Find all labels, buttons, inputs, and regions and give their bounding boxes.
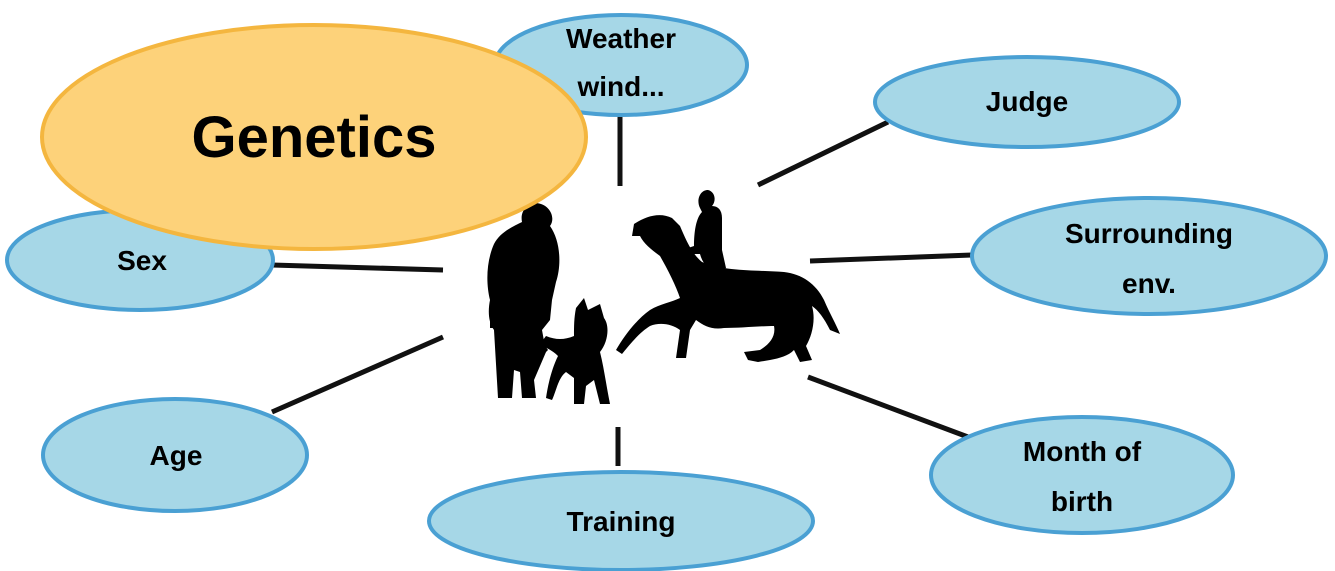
node-month-of-birth: Month of birth <box>929 415 1235 535</box>
node-age-label: Age <box>150 440 203 471</box>
node-weather-label-line1: Weather <box>566 23 676 54</box>
horse-and-rider-silhouette-icon <box>616 190 840 362</box>
node-sex-label: Sex <box>117 245 167 276</box>
central-image <box>487 190 840 404</box>
node-surrounding: Surrounding env. <box>970 196 1328 316</box>
connector-judge <box>756 119 890 188</box>
connectors <box>270 110 973 466</box>
handler-silhouette-icon <box>487 203 560 398</box>
node-month-of-birth-label-line1: Month of <box>1023 436 1142 467</box>
connector-month <box>807 374 969 440</box>
connector-sex <box>271 262 444 273</box>
node-surrounding-label-line1: Surrounding <box>1065 218 1233 249</box>
node-age: Age <box>41 397 309 513</box>
node-training-label: Training <box>567 506 676 537</box>
node-genetics-label: Genetics <box>192 105 437 170</box>
node-month-of-birth-label-line2: birth <box>1051 486 1113 517</box>
node-training: Training <box>427 470 815 571</box>
node-genetics: Genetics <box>40 23 588 251</box>
node-judge-label: Judge <box>986 86 1068 117</box>
node-judge: Judge <box>873 55 1181 149</box>
node-surrounding-label-line2: env. <box>1122 268 1176 299</box>
node-weather-label-line2: wind... <box>576 71 664 102</box>
connector-surrounding <box>809 252 973 264</box>
dog-silhouette-icon <box>540 298 610 404</box>
connector-age <box>270 334 445 415</box>
